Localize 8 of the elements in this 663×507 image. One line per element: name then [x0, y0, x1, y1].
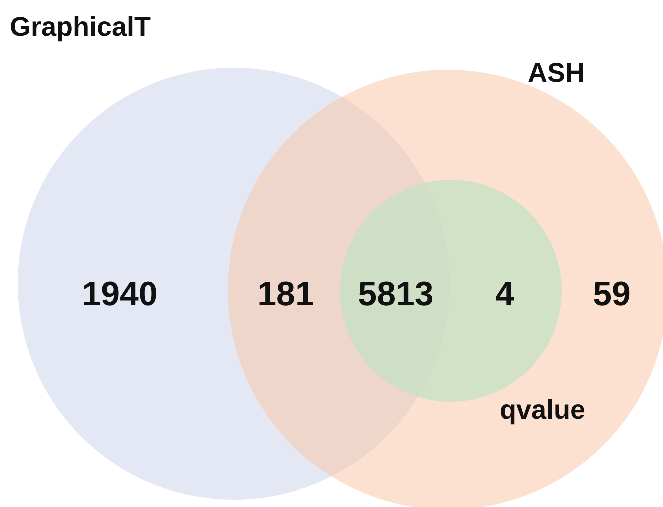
- region-count: 4: [496, 276, 514, 314]
- region-count: 59: [593, 276, 631, 314]
- set-label: qvalue: [500, 395, 586, 426]
- region-count: 1940: [82, 276, 158, 314]
- region-count: 5813: [358, 276, 434, 314]
- set-label: ASH: [528, 58, 586, 89]
- region-count: 181: [258, 276, 314, 314]
- set-label: GraphicalT: [10, 12, 152, 43]
